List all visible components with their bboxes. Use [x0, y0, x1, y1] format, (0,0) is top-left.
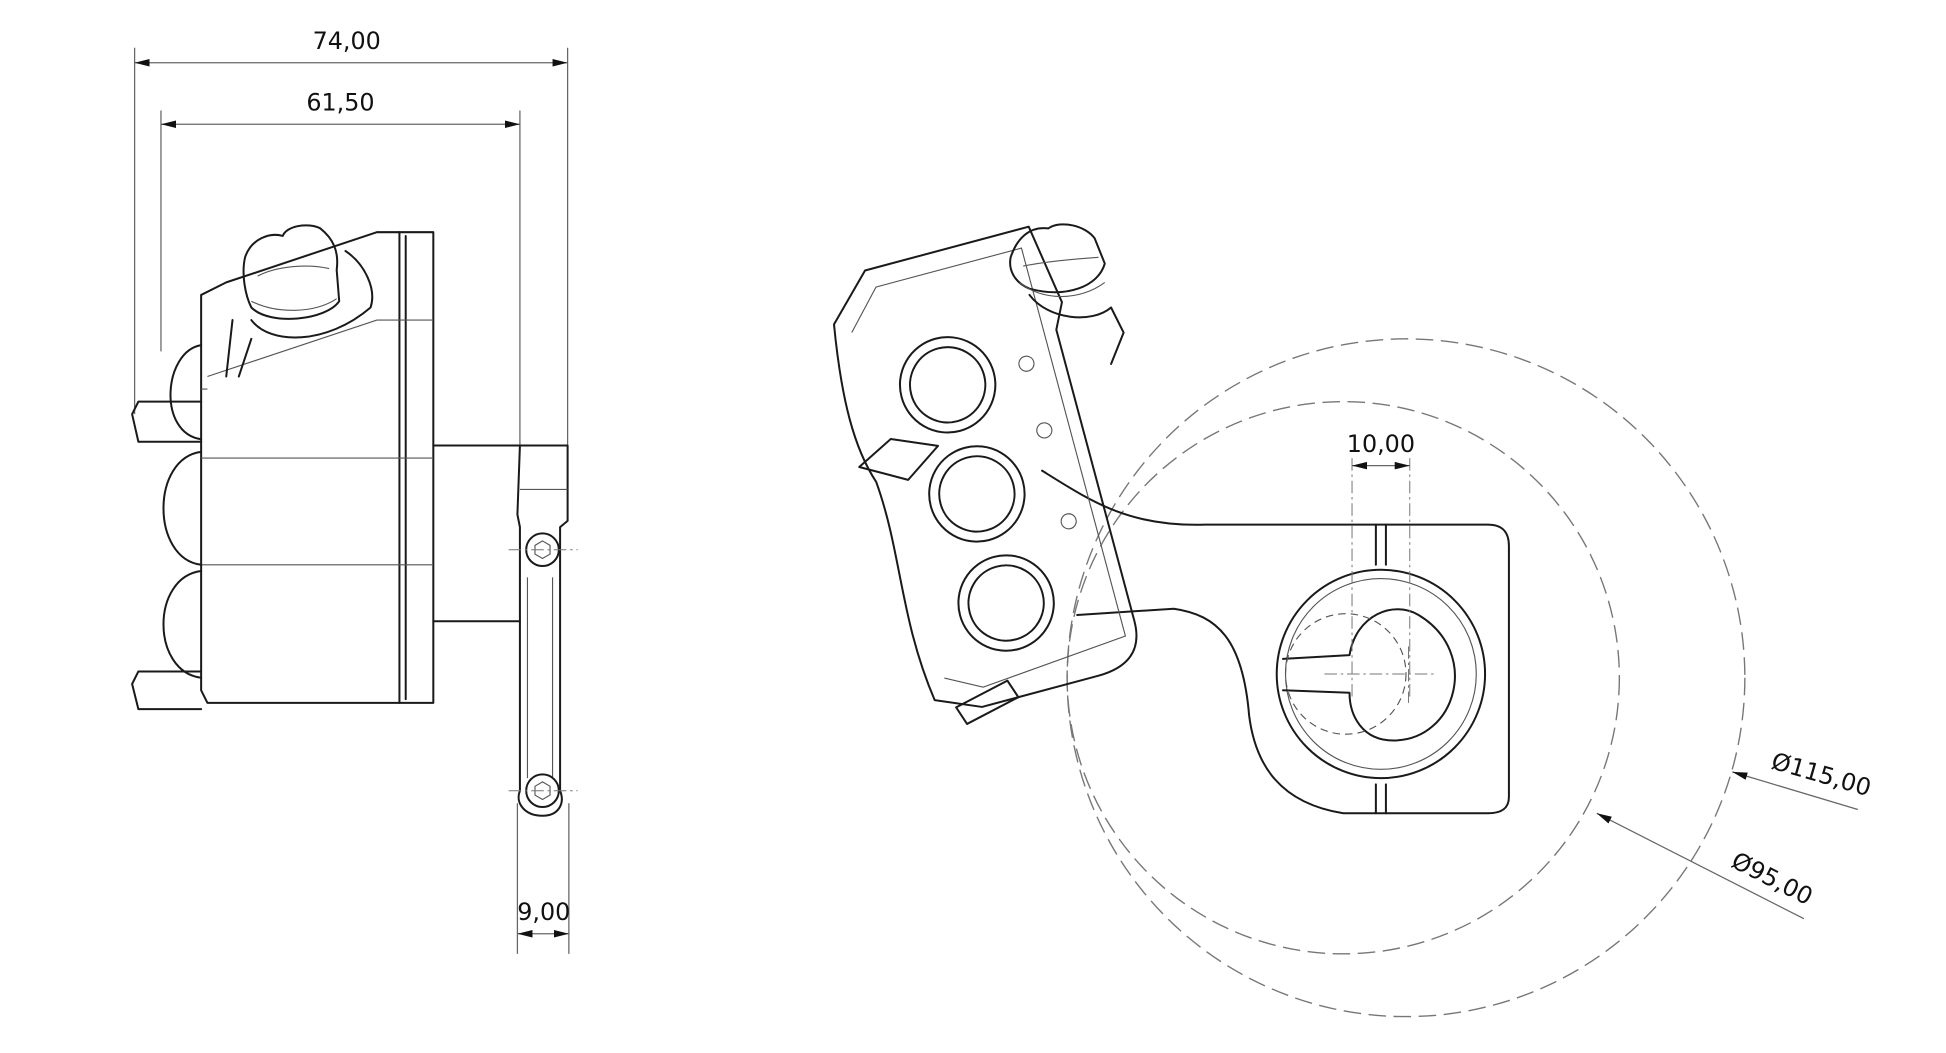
side-view: 74,00 61,50 9,00: [131, 27, 578, 954]
leader-inner-diameter: [1596, 812, 1805, 920]
leader-outer-diameter: [1732, 771, 1859, 811]
dimension-inner-diameter: Ø95,00: [1727, 846, 1817, 910]
inner-diameter-circle: [1066, 400, 1621, 955]
dimension-clamp-width: 9,00: [517, 898, 570, 926]
dimension-overall-width: 74,00: [313, 27, 381, 55]
dimension-slot-width: 10,00: [1347, 430, 1415, 458]
front-view: 10,00 Ø115,00 Ø95,00: [832, 223, 1874, 1018]
dimension-body-width: 61,50: [306, 88, 374, 116]
dimension-outer-diameter: Ø115,00: [1768, 747, 1874, 802]
